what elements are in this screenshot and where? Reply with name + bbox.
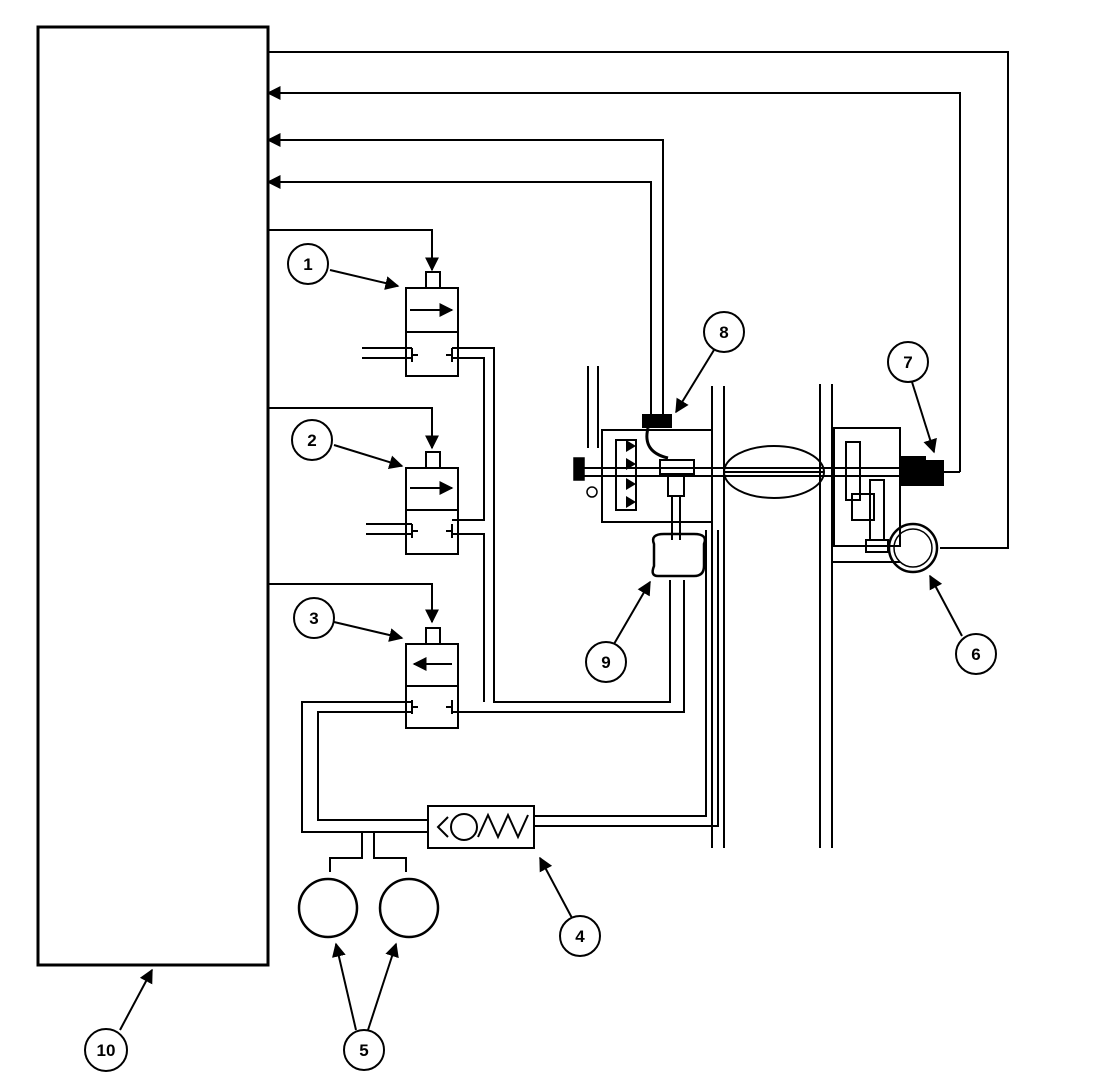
- vacuum-reservoirs: [297, 877, 440, 939]
- callout-7: 7: [887, 341, 929, 383]
- svg-text:5: 5: [359, 1041, 368, 1060]
- callout-10: 10: [84, 1028, 128, 1072]
- callout-2: 2: [291, 419, 333, 461]
- callout-3: 3: [293, 597, 335, 639]
- diaphragm-actuator: [651, 532, 707, 578]
- leader-arrows: [119, 269, 963, 1031]
- svg-text:1: 1: [303, 255, 312, 274]
- callout-4: 4: [559, 915, 601, 957]
- solenoid-valve-3: [405, 627, 459, 729]
- svg-text:6: 6: [971, 645, 980, 664]
- shaft-end-fitting: [573, 457, 598, 498]
- throttle-body: [580, 366, 901, 848]
- signal-lines: [266, 51, 1009, 624]
- svg-text:4: 4: [575, 927, 585, 946]
- vacuum-pipes: [301, 347, 719, 872]
- control-module-box: [36, 25, 270, 967]
- svg-text:2: 2: [307, 431, 316, 450]
- sensor-6: [887, 522, 939, 574]
- svg-text:8: 8: [719, 323, 728, 342]
- actuator-7: [900, 456, 960, 486]
- check-valve: [427, 805, 535, 849]
- callout-5: 5: [343, 1029, 385, 1071]
- svg-text:3: 3: [309, 609, 318, 628]
- svg-text:10: 10: [97, 1041, 116, 1060]
- svg-text:9: 9: [601, 653, 610, 672]
- callout-9: 9: [585, 641, 627, 683]
- svg-text:7: 7: [903, 353, 912, 372]
- callout-1: 1: [287, 243, 329, 285]
- solenoid-valve-2: [405, 451, 459, 555]
- callout-8: 8: [703, 311, 745, 353]
- callout-6: 6: [955, 633, 997, 675]
- solenoid-valve-1: [405, 271, 459, 377]
- sensor-8: [626, 414, 672, 508]
